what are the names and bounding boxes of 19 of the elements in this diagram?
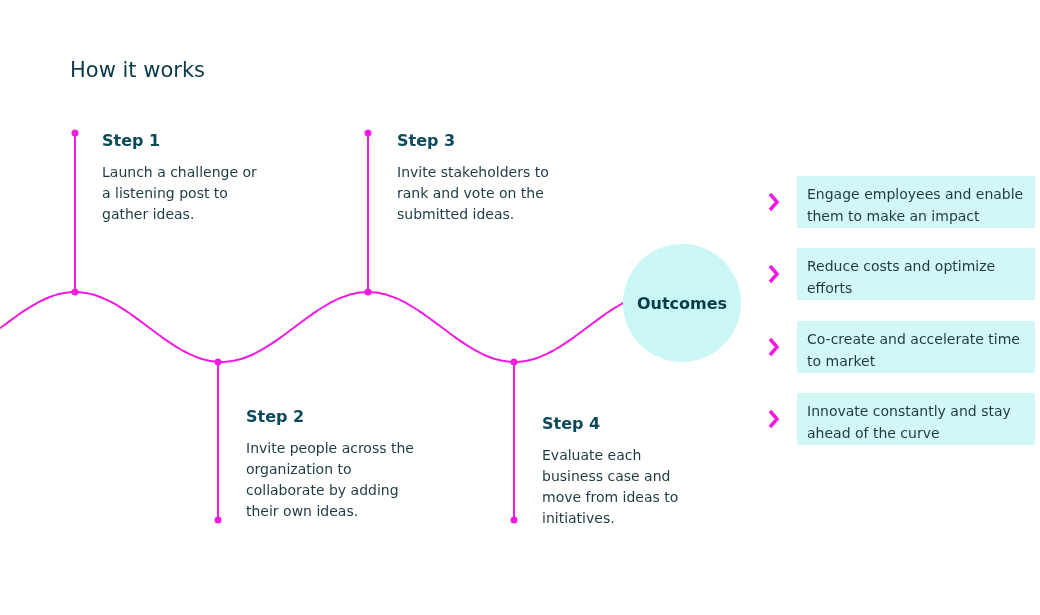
- outcome-box: [797, 248, 1035, 300]
- outcome-box: [797, 176, 1035, 228]
- step-heading: Step 2: [246, 407, 305, 426]
- outcome-box: [797, 393, 1035, 445]
- outcome-text: Co-create and accelerate time to market: [807, 331, 1020, 369]
- outcome-text: Engage employees and enable them to make an impact: [807, 186, 1024, 224]
- title: How it works: [70, 58, 205, 82]
- step-description: Launch a challenge or a listening post to gather ideas.: [102, 163, 258, 224]
- step-heading: Step 3: [397, 131, 456, 150]
- outcome-box: [797, 321, 1035, 373]
- wave-line: [0, 291, 625, 363]
- outcome-text: Reduce costs and optimize efforts: [807, 258, 996, 296]
- step-description: Evaluate each business case and move from ideas to initiatives.: [542, 446, 680, 528]
- step-heading: Step 4: [542, 414, 601, 433]
- outcome-text: Innovate constantly and stay ahead of the curve: [807, 403, 1011, 441]
- step-description: Invite stakeholders to rank and vote on the submitted ideas.: [397, 163, 550, 224]
- step-heading: Step 1: [102, 131, 161, 150]
- outcomes-label: Outcomes: [636, 293, 728, 313]
- step-description: Invite people across the organization to collaborate by adding their own ideas.: [246, 439, 415, 521]
